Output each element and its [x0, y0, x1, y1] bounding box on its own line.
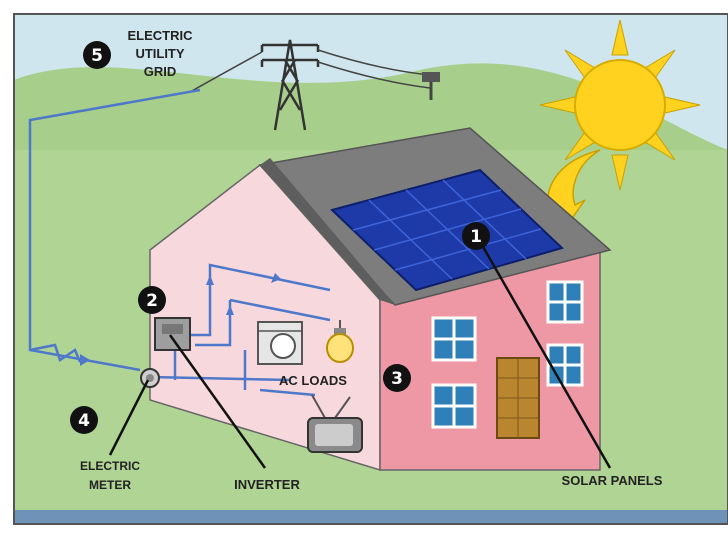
roof-edge	[260, 158, 395, 305]
label-grid-line1: ELECTRIC	[128, 28, 194, 43]
leader-lines	[108, 237, 612, 469]
frame-border	[13, 13, 728, 525]
utility-wires	[189, 49, 431, 93]
label-grid-line3: GRID	[144, 64, 177, 79]
marker-4: 4	[70, 406, 98, 434]
window-icon	[431, 280, 584, 429]
television-icon	[307, 394, 363, 453]
label-meter-line1: ELECTRIC	[80, 459, 140, 473]
svg-text:2: 2	[146, 291, 158, 311]
marker-3: 3	[383, 364, 411, 392]
washer-icon	[257, 321, 303, 365]
wire-arrows	[80, 273, 281, 366]
power-tower-icon	[260, 39, 320, 131]
door-icon	[496, 357, 540, 439]
label-grid-line2: UTILITY	[135, 46, 184, 61]
bottom-strip	[14, 510, 728, 524]
svg-text:1: 1	[470, 227, 482, 247]
light-bulb-icon	[326, 320, 354, 363]
svg-text:4: 4	[78, 411, 90, 431]
svg-text:3: 3	[391, 369, 403, 389]
sun-icon	[539, 19, 701, 191]
label-solar-panels: SOLAR PANELS	[562, 473, 663, 488]
wire-jagged-left	[29, 343, 82, 363]
marker-5: 5	[83, 41, 111, 69]
inverter-icon	[154, 317, 191, 351]
svg-text:5: 5	[91, 46, 103, 66]
marker-2: 2	[138, 286, 166, 314]
utility-pole-icon	[422, 72, 440, 100]
electric-meter-icon	[140, 368, 160, 388]
marker-1: 1	[462, 222, 490, 250]
label-ac-loads: AC LOADS	[279, 373, 347, 388]
label-inverter: INVERTER	[234, 477, 300, 492]
label-meter-line2: METER	[89, 478, 131, 492]
solar-panel-icon	[330, 168, 564, 292]
